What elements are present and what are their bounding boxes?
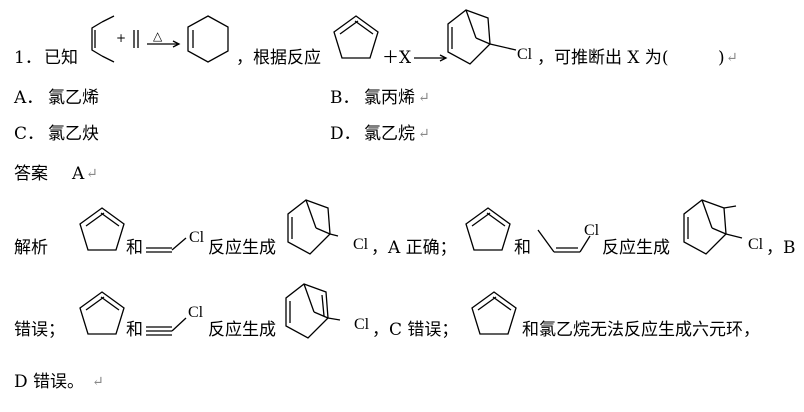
a-correct: ，A 正确； xyxy=(371,238,457,258)
cl-label-q: Cl xyxy=(517,46,533,63)
ethylene-structure xyxy=(133,30,139,48)
react-gen-2: 反应生成 xyxy=(602,238,670,258)
b-wrong: 错误； xyxy=(14,320,65,340)
cl-label-3: Cl xyxy=(584,222,600,239)
cl-label-6: Cl xyxy=(354,316,370,333)
react-gen-1: 反应生成 xyxy=(208,238,276,258)
return-mark: ↵ xyxy=(86,166,98,182)
c-wrong: ，C 错误； xyxy=(372,320,459,340)
react-gen-3: 反应生成 xyxy=(208,320,276,340)
cyclopentadiene-structure xyxy=(79,291,125,335)
b-comma: ，B xyxy=(766,238,796,258)
return-mark: ↵ xyxy=(92,374,104,390)
cl-label-1: Cl xyxy=(189,229,205,246)
cyclopentadiene-structure xyxy=(465,207,511,251)
analysis-label: 解析 xyxy=(14,238,48,258)
option-d-text: 氯乙烷 xyxy=(364,124,415,144)
he-2: 和 xyxy=(514,238,531,258)
no-react: 和氯乙烷无法反应生成六元环， xyxy=(522,320,760,340)
return-mark: ↵ xyxy=(726,50,738,66)
cl-label-5: Cl xyxy=(188,304,204,321)
methyl-norbornene-cl-structure xyxy=(683,199,743,255)
answer-value: A xyxy=(72,164,85,184)
option-c-text: 氯乙炔 xyxy=(48,124,99,144)
norbornadiene-cl-structure xyxy=(285,283,341,339)
option-a-label: A． xyxy=(14,88,44,108)
heat-symbol: △ xyxy=(153,29,163,43)
cl-label-2: Cl xyxy=(353,236,369,253)
cl-label-4: Cl xyxy=(748,236,764,253)
cyclohexene-structure xyxy=(187,15,229,63)
vinyl-chloride-structure xyxy=(146,237,187,253)
reaction-arrow xyxy=(147,40,181,48)
butadiene-structure xyxy=(91,15,115,63)
option-c-label: C． xyxy=(14,124,45,144)
norbornene-cl-structure xyxy=(447,9,517,65)
return-mark: ↵ xyxy=(418,126,430,142)
question-according: ，根据反应 xyxy=(236,48,321,68)
he-3: 和 xyxy=(126,320,143,340)
chloropropene-structure xyxy=(537,229,591,253)
question-infer: ，可推断出 X 为( xyxy=(537,48,669,68)
cyclopentadiene-structure xyxy=(471,291,517,335)
plus-x: ＋X xyxy=(382,48,412,68)
chloroacetylene-structure xyxy=(146,317,187,336)
option-d-label: D． xyxy=(330,124,361,144)
d-wrong: D 错误。 xyxy=(14,372,85,392)
question-number: 1． xyxy=(14,48,42,68)
option-a-text: 氯乙烯 xyxy=(48,88,99,108)
return-mark: ↵ xyxy=(418,90,430,106)
option-b-label: B． xyxy=(330,88,360,108)
norbornene-cl-structure xyxy=(287,199,339,255)
answer-label: 答案 xyxy=(14,164,48,184)
cyclopentadiene-structure xyxy=(333,15,379,59)
reaction-arrow-2 xyxy=(414,54,448,62)
small-plus: + xyxy=(116,31,127,45)
he-1: 和 xyxy=(126,238,143,258)
question-blank-close: ) xyxy=(718,48,725,68)
option-b-text: 氯丙烯 xyxy=(364,88,415,108)
cyclopentadiene-structure xyxy=(79,207,125,251)
question-known: 已知 xyxy=(44,48,78,68)
